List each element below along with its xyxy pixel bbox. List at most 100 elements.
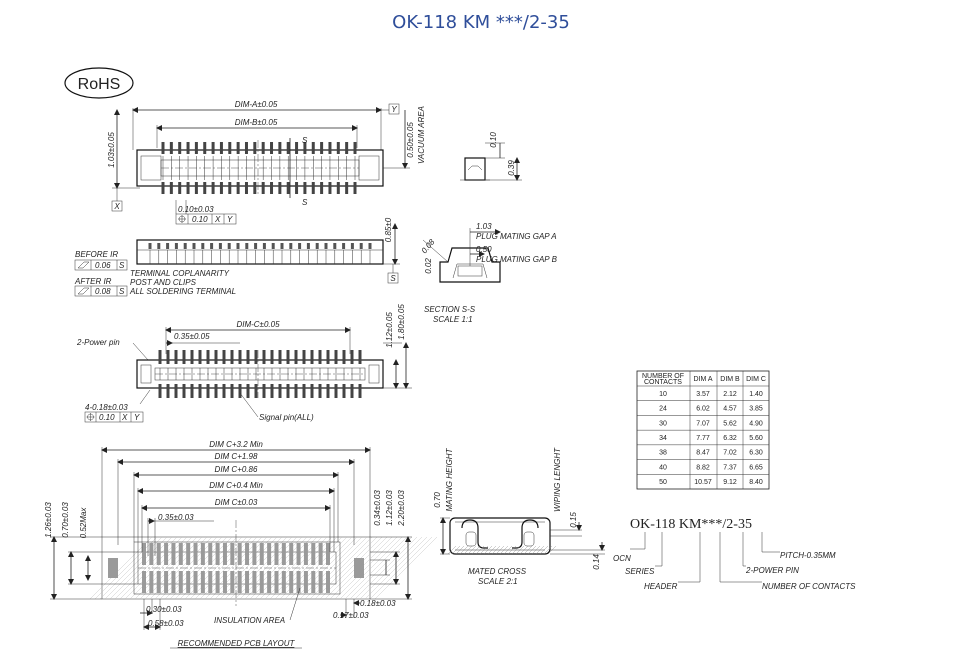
side-pin (359, 243, 363, 249)
th-contacts-2: CONTACTS (644, 379, 682, 386)
side-pin (166, 243, 170, 249)
table-cell: 34 (659, 435, 667, 442)
top-pin-upper (311, 142, 315, 154)
mated-hatch-line (523, 545, 533, 555)
side-pin (148, 243, 152, 249)
bottom-pin-upper (198, 350, 202, 364)
pcb-pad-upper (245, 543, 250, 565)
side-pin (333, 243, 337, 249)
side-pin (324, 243, 328, 249)
datum-y: Y (391, 105, 397, 114)
side-pin (315, 243, 319, 249)
bottom-pin-upper (318, 350, 322, 364)
table-cell: 40 (659, 464, 667, 471)
top-pin-upper (278, 142, 282, 154)
pcb-pad-lower (289, 571, 294, 593)
pcb-h126: 1.26±0.03 (44, 502, 53, 538)
top-pin-lower (311, 182, 315, 194)
side-pin (201, 243, 205, 249)
bottom-pin-upper (262, 350, 266, 364)
mated-hatch-line (479, 545, 489, 555)
bottom-view: DIM-C±0.05 0.35±0.05 2-Power pin Signal … (76, 304, 412, 423)
pcb-b030: 0.30±0.03 (146, 605, 182, 614)
pcb-b018: 0.18±0.03 (360, 599, 396, 608)
pcb-pad-lower (215, 571, 220, 593)
top-pin-upper (353, 142, 357, 154)
side-pin (271, 243, 275, 249)
th-dim-b: DIM B (720, 376, 740, 383)
side-pin (368, 243, 372, 249)
sec-002: 0.02 (424, 258, 433, 274)
pcb-pad-upper (142, 543, 146, 565)
pcb-c04: DIM C+0.4 Min (209, 481, 263, 490)
insulation-label: INSULATION AREA (214, 616, 285, 625)
pcb-pad-upper (230, 543, 235, 565)
pn-contacts: NUMBER OF CONTACTS (762, 582, 856, 591)
table-cell: 8.40 (749, 479, 763, 486)
mated-hatch-line (535, 545, 545, 555)
pcb-pad-upper (237, 543, 242, 565)
vacuum-dim: 0.50±0.05 (406, 122, 415, 158)
pcb-pad-lower (193, 571, 198, 593)
top-pin-upper (211, 142, 215, 154)
pcb-pad-upper (318, 543, 323, 565)
gdt-bottom-ref-x: X (121, 413, 128, 422)
mated-hatch-line (519, 545, 529, 555)
pcb-c198: DIM C+1.98 (215, 452, 258, 461)
hatch-line (334, 536, 398, 600)
bottom-pin-upper (358, 350, 362, 364)
bottom-pin-lower (358, 384, 362, 398)
bottom-pin-lower (270, 384, 274, 398)
top-view: DIM-A±0.05 Y DIM-B±0.05 1.03±0.05 X 0.50… (107, 100, 426, 225)
pcb-pad-upper (326, 543, 330, 565)
side-pin (298, 243, 302, 249)
pcb-pad-upper (303, 543, 308, 565)
hatch-line (359, 536, 423, 600)
sec-050: 0.50 (476, 245, 492, 254)
side-pin (183, 243, 187, 249)
gdt-top-tol: 0.10 (192, 215, 208, 224)
mated-hatch-line (451, 545, 461, 555)
top-pin-lower (336, 182, 340, 194)
pcb-power-pad-right (354, 558, 364, 578)
top-pin-upper (320, 142, 324, 154)
top-pin-lower (203, 182, 207, 194)
top-pin-upper (345, 142, 349, 154)
table-cell: 10 (659, 391, 667, 398)
pcb-c32: DIM C+3.2 Min (209, 440, 263, 449)
side-pin (262, 243, 266, 249)
pcb-c003: DIM C±0.03 (215, 498, 258, 507)
pcb-pad-lower (281, 571, 286, 593)
bottom-pin-lower (198, 384, 202, 398)
table-cell: 2.12 (723, 391, 737, 398)
pcb-pad-upper (267, 543, 272, 565)
side-view-body (136, 239, 384, 265)
bottom-pin-lower (286, 384, 290, 398)
pcb-pad-upper (289, 543, 294, 565)
mated-scale: SCALE 2:1 (478, 577, 518, 586)
top-pin-upper (244, 142, 248, 154)
pcb-power-pad-left (108, 558, 118, 578)
mated-hatch-line (459, 545, 469, 555)
signal-pin-label: Signal pin(ALL) (259, 413, 314, 422)
bottom-pin-upper (158, 350, 162, 364)
after-ir-label: AFTER IR (74, 277, 112, 286)
mated-hatch-line (531, 545, 541, 555)
table-cell: 6.30 (749, 450, 763, 457)
table-cell: 6.02 (696, 406, 710, 413)
gdt-bottom-ref-y: Y (134, 413, 140, 422)
hatch-line (94, 536, 158, 600)
mated-hatch-line (483, 545, 493, 555)
bottom-pin-upper (286, 350, 290, 364)
top-pin-lower (328, 182, 332, 194)
table-cell: 7.02 (723, 450, 737, 457)
bottom-pin-lower (326, 384, 330, 398)
top-pin-upper (169, 142, 173, 154)
dim-a-label: DIM-A±0.05 (235, 100, 278, 109)
top-pin-lower (228, 182, 232, 194)
bottom-pin-upper (230, 350, 234, 364)
table-cell: 1.40 (749, 391, 763, 398)
top-pin-lower (178, 182, 182, 194)
mated-hatch-line (511, 545, 521, 555)
